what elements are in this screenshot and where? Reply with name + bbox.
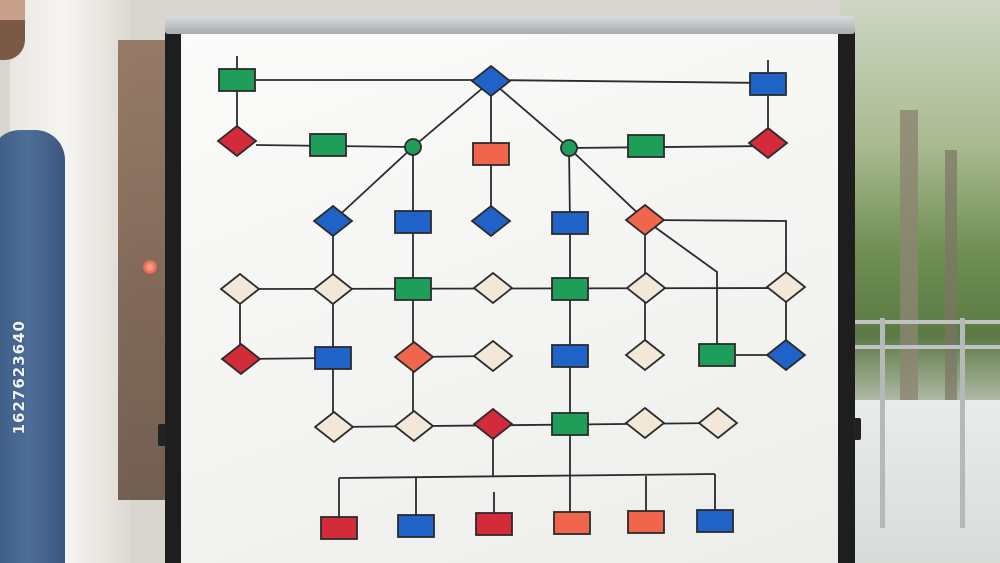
red-diamond-node [472, 407, 514, 441]
green-rect-node [309, 133, 347, 157]
red-light [143, 260, 157, 274]
blue-rect-node [696, 509, 734, 533]
orange-rect-node [553, 511, 591, 535]
railing-post [960, 318, 965, 528]
red-diamond-node [216, 124, 258, 158]
terrace-floor [840, 400, 1000, 563]
blue-diamond-node [470, 64, 512, 98]
cream-diamond-node [624, 406, 666, 440]
blue-diamond-node [312, 204, 354, 238]
green-rect-node [551, 277, 589, 301]
tree-trunk [900, 110, 918, 410]
green-rect-node [627, 134, 665, 158]
cream-diamond-node [472, 339, 514, 373]
blue-diamond-node [765, 338, 807, 372]
green-junction-node [560, 139, 578, 157]
connector-line [412, 80, 492, 148]
connector-line [644, 219, 718, 355]
whiteboard-top-rail [165, 16, 855, 34]
green-junction-node [404, 138, 422, 156]
railing-bar [855, 320, 1000, 324]
cream-diamond-node [313, 410, 355, 444]
orange-rect-node [627, 510, 665, 534]
blue-diamond-node [470, 204, 512, 238]
blue-rect-node [551, 211, 589, 235]
trees [840, 0, 1000, 420]
connector-line [568, 147, 571, 224]
blue-rect-node [551, 344, 589, 368]
diagram-nodes [216, 64, 807, 540]
cream-diamond-node [697, 406, 739, 440]
orange-rect-node [472, 142, 510, 166]
connector-line [568, 145, 769, 149]
cream-diamond-node [624, 338, 666, 372]
orange-diamond-node [393, 340, 435, 374]
cream-diamond-node [312, 272, 354, 306]
connector-line [568, 147, 646, 221]
connector-line [332, 146, 414, 222]
green-rect-node [551, 412, 589, 436]
railing-bar [855, 345, 1000, 349]
connector-line [490, 80, 570, 149]
red-diamond-node [220, 342, 262, 376]
green-rect-node [394, 277, 432, 301]
railing-post [880, 318, 885, 528]
whiteboard-surface [181, 32, 838, 563]
blue-rect-node [397, 514, 435, 538]
red-diamond-node [747, 126, 789, 160]
board-clip [158, 424, 166, 446]
cream-diamond-node [219, 272, 261, 306]
connector-line [256, 79, 769, 84]
blue-rect-node [314, 346, 352, 370]
red-rect-node [320, 516, 358, 540]
cream-diamond-node [393, 409, 435, 443]
cream-diamond-node [625, 271, 667, 305]
cream-diamond-node [472, 271, 514, 305]
orange-diamond-node [624, 203, 666, 237]
stock-id-watermark: 1627623640 [10, 320, 28, 435]
person-shoulder [0, 130, 65, 563]
blue-rect-node [394, 210, 432, 234]
red-rect-node [475, 512, 513, 536]
green-rect-node [218, 68, 256, 92]
green-rect-node [698, 343, 736, 367]
blue-rect-node [749, 72, 787, 96]
connector-line [644, 219, 787, 287]
cream-diamond-node [765, 270, 807, 304]
connector-line [338, 473, 716, 479]
board-clip [853, 418, 861, 440]
